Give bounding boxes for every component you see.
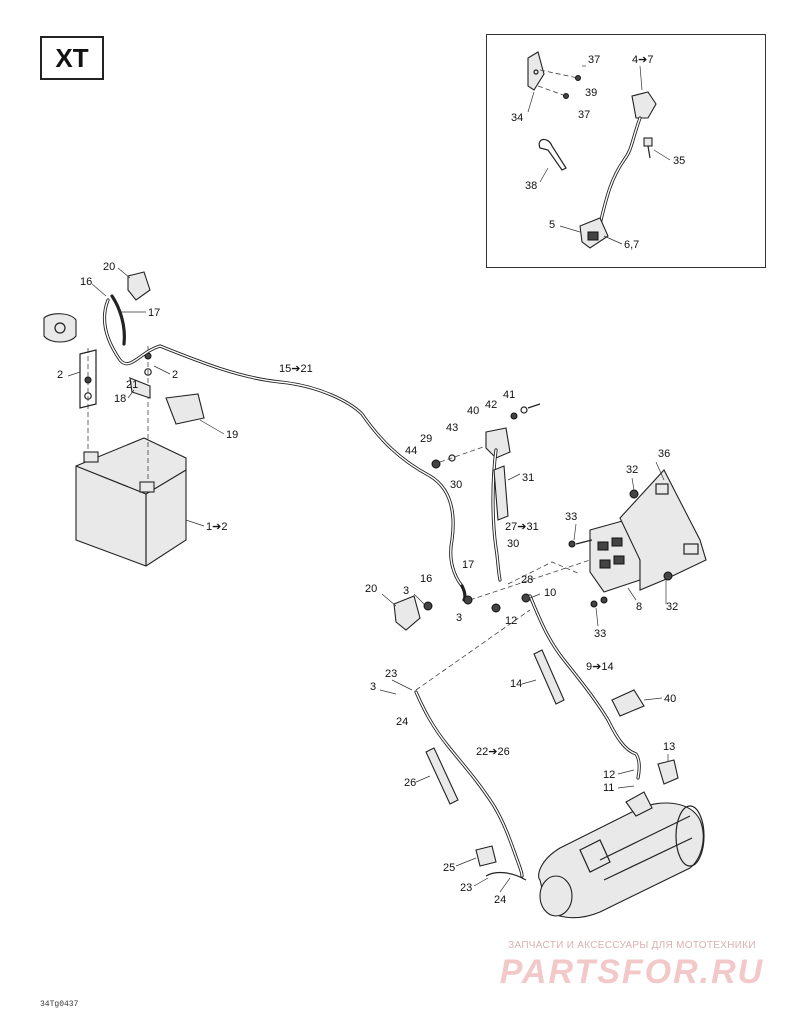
callout-34: 34	[511, 112, 523, 124]
callout-36: 36	[658, 448, 670, 460]
drawing-code: 34Tg0437	[40, 1000, 79, 1009]
main-cable-15-21	[102, 294, 464, 588]
callout-3c: 3	[370, 681, 376, 693]
callout-26: 26	[404, 777, 416, 789]
inset-cable-tie	[538, 138, 567, 171]
starter-motor	[538, 791, 705, 919]
callout-24a: 24	[396, 716, 408, 728]
callout-14: 14	[510, 678, 522, 690]
battery-hardware	[79, 346, 152, 482]
callout-3b: 3	[456, 612, 462, 624]
callout-17b: 17	[462, 559, 474, 571]
callout-1-2: 1➔2	[206, 521, 227, 533]
nuts-29-44	[431, 445, 487, 469]
callout-32b: 32	[666, 601, 678, 613]
callout-21: 21	[126, 379, 138, 391]
callout-17a: 17	[148, 307, 160, 319]
inset-bolt	[643, 137, 653, 159]
watermark: ЗАПЧАСТИ И АКСЕССУАРЫ ДЛЯ МОТОТЕХНИКИ PA…	[482, 940, 782, 992]
solenoid-left	[43, 313, 77, 343]
callout-33a: 33	[565, 511, 577, 523]
callout-37b: 37	[578, 109, 590, 121]
callout-18: 18	[114, 393, 126, 405]
callout-12a: 12	[505, 615, 517, 627]
relay-hardware-32-33	[568, 489, 673, 608]
callout-33b: 33	[594, 628, 606, 640]
terminal-cover-20b	[393, 595, 421, 631]
callout-28: 28	[521, 574, 533, 586]
bracket-18	[129, 377, 151, 399]
inset-frame	[486, 34, 766, 268]
callout-30b: 30	[507, 538, 519, 550]
callout-2a: 2	[57, 369, 63, 381]
callout-23b: 23	[460, 882, 472, 894]
bracket-40-bottom	[611, 689, 645, 717]
watermark-tagline: ЗАПЧАСТИ И АКСЕССУАРЫ ДЛЯ МОТОТЕХНИКИ	[508, 940, 756, 951]
callout-16b: 16	[420, 573, 432, 585]
callout-25: 25	[443, 862, 455, 874]
main-callouts: 20 16 17 2 2 18 21 15➔21 19 1➔2 41 42 40…	[57, 261, 678, 906]
callout-12b: 12	[603, 769, 615, 781]
callout-42: 42	[485, 399, 497, 411]
dashed-lines-center	[415, 559, 591, 691]
callout-31: 31	[522, 472, 534, 484]
callout-15-21: 15➔21	[279, 363, 313, 375]
callout-35: 35	[673, 155, 685, 167]
cable-22-26	[414, 690, 524, 878]
inset-callouts: 37 37 39 34 4➔7 35 38 5 6,7	[511, 54, 685, 251]
leader-lines	[67, 267, 669, 893]
cable-27-31	[491, 448, 502, 582]
callout-16a: 16	[80, 276, 92, 288]
callout-19: 19	[226, 429, 238, 441]
inset-bracket	[527, 51, 581, 99]
callout-8: 8	[636, 601, 642, 613]
sleeve-31	[493, 465, 509, 521]
model-tag: XT	[40, 36, 104, 80]
callout-5: 5	[549, 219, 555, 231]
cable-clip-19	[165, 393, 205, 425]
callout-11: 11	[603, 782, 614, 794]
callout-6-7: 6,7	[624, 239, 639, 251]
cable-9-14	[528, 594, 641, 780]
callout-40a: 40	[467, 405, 479, 417]
callout-3a: 3	[403, 585, 409, 597]
callout-29: 29	[420, 433, 432, 445]
nuts-3	[423, 593, 531, 613]
callout-41: 41	[503, 389, 515, 401]
battery	[75, 437, 187, 567]
callout-22-26: 22➔26	[476, 746, 510, 758]
callout-24b: 24	[494, 894, 506, 906]
inset-sensor-harness	[579, 91, 657, 249]
callout-37a: 37	[588, 54, 600, 66]
callout-23a: 23	[385, 668, 397, 680]
callout-44: 44	[405, 445, 417, 457]
callout-32a: 32	[626, 464, 638, 476]
callout-20b: 20	[365, 583, 377, 595]
callout-39: 39	[585, 87, 597, 99]
callout-30a: 30	[450, 479, 462, 491]
mounting-plate-36	[619, 469, 707, 591]
bracket-40-top	[485, 403, 541, 459]
callout-2b: 2	[172, 369, 178, 381]
sleeve-14	[533, 649, 565, 705]
watermark-brand: PARTSFOR.RU	[499, 953, 765, 991]
terminal-cover-20	[127, 271, 151, 301]
sleeve-26	[425, 747, 459, 805]
terminal-cap-13	[657, 759, 679, 785]
callout-27-31: 27➔31	[505, 521, 539, 533]
callout-38: 38	[525, 180, 537, 192]
callout-20a: 20	[103, 261, 115, 273]
callout-43: 43	[446, 422, 458, 434]
terminal-25	[475, 845, 527, 881]
relay-block-8	[589, 519, 641, 593]
callout-9-14: 9➔14	[586, 661, 614, 673]
callout-40b: 40	[664, 693, 676, 705]
callout-10: 10	[544, 587, 556, 599]
callout-4-7: 4➔7	[632, 54, 653, 66]
callout-13: 13	[663, 741, 675, 753]
